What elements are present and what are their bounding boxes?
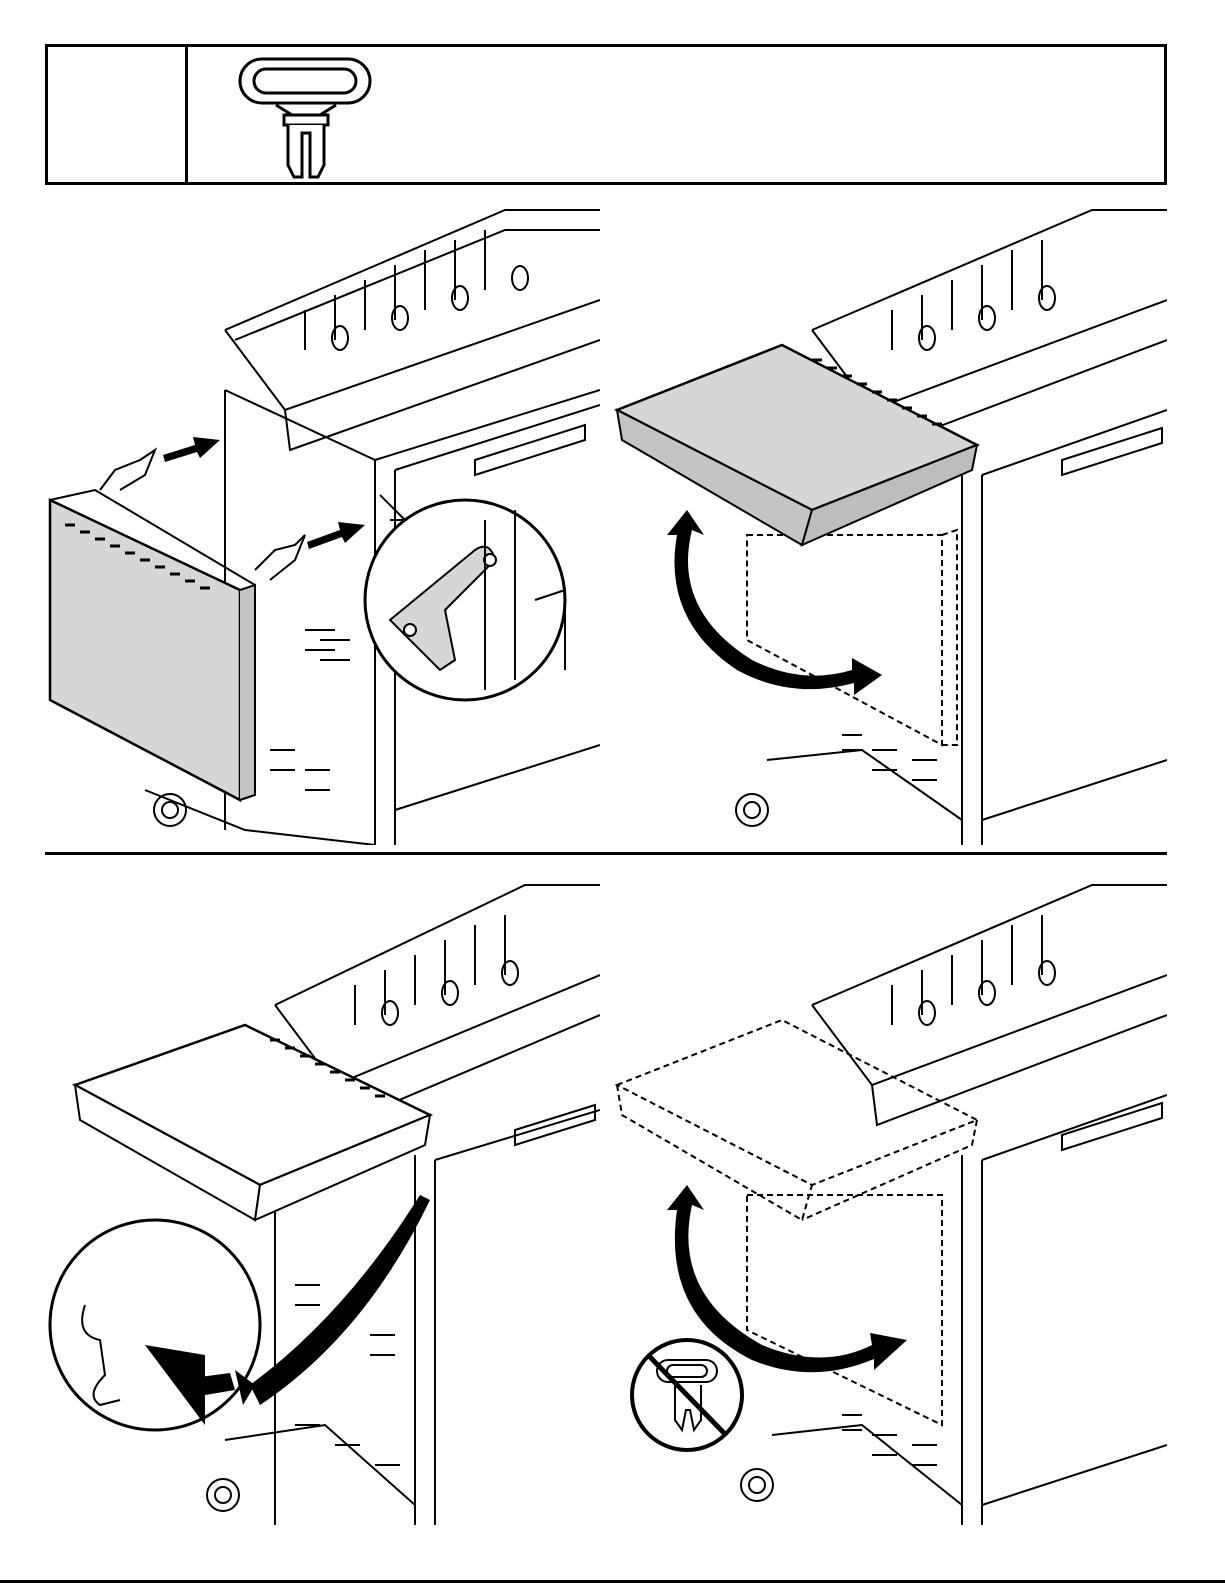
figure-step-4 <box>612 865 1167 1525</box>
clip-icon <box>236 53 376 181</box>
parts-box-divider <box>185 47 188 182</box>
figure-step-3 <box>45 865 600 1525</box>
page-bottom-rule <box>0 1580 1225 1583</box>
figure-step-1 <box>45 190 600 845</box>
section-divider <box>45 852 1167 855</box>
parts-box <box>45 44 1167 185</box>
figure-step-2 <box>612 190 1167 845</box>
part-number-cell <box>48 47 185 182</box>
